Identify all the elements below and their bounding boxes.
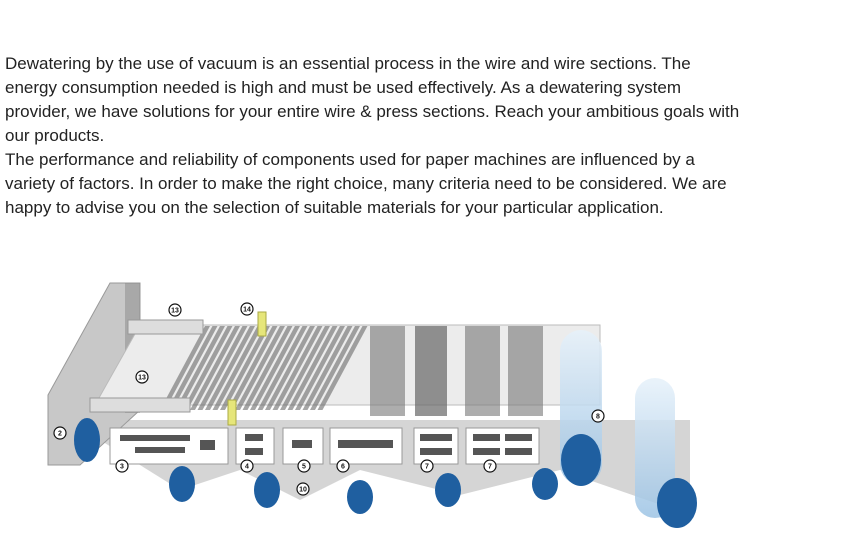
foil-slat [235,326,285,410]
foil-slat [257,326,308,410]
foil-slat [250,326,300,410]
foil-slat [160,326,210,410]
callout-circle [483,459,497,473]
foil-slat [295,326,345,410]
foil-slats [160,326,368,410]
rollers [74,330,697,528]
callout-circle [420,459,434,473]
foil-slat [197,326,248,410]
paragraph-dewatering: Dewatering by the use of vacuum is an es… [5,54,740,145]
dewatering-boxes [370,326,543,416]
callout-circle [115,459,129,473]
callout-number: 5 [302,464,306,471]
foil-slat [280,326,330,410]
foil-slat [182,326,233,410]
callout-circle [591,409,605,423]
callout-number: 7 [425,464,429,471]
highlight-element [227,399,237,426]
foil-slat [190,326,240,410]
callout-number: 3 [120,464,124,471]
callout-circle [53,426,67,440]
callout-circle [168,303,182,317]
callout-number: 2 [58,431,62,438]
callout-number: 10 [299,487,307,494]
callout-circle [336,459,350,473]
foil-slat [302,326,353,410]
foil-slat [310,326,360,410]
callout-number: 8 [596,414,600,421]
callout-number: 6 [341,464,345,471]
foil-slat [272,326,323,410]
foil-slat [175,326,225,410]
body-text: Dewatering by the use of vacuum is an es… [5,52,745,220]
callout-number: 14 [243,307,251,314]
callout-circle [240,459,254,473]
callout-circle [296,482,310,496]
callout-number: 13 [138,375,146,382]
callout-circle [135,370,149,384]
callout-labels: 13 14 13 2 3 4 5 6 7 7 8 10 [53,302,605,496]
callout-circle [297,459,311,473]
foil-slat [167,326,218,410]
profile-shapes [120,434,532,455]
deflector-strip [89,397,191,413]
profile-boxes [109,427,540,465]
callout-number: 7 [488,464,492,471]
foil-slat [265,326,315,410]
foil-slat [212,326,263,410]
callout-circle [240,302,254,316]
foil-slat [220,326,270,410]
foil-slat [317,326,368,410]
foil-slat [227,326,278,410]
callout-number: 4 [245,464,249,471]
highlight-element [257,311,267,337]
callout-number: 13 [171,308,179,315]
deflector-strip [127,319,204,335]
foil-slat [242,326,293,410]
foil-slat [205,326,255,410]
foil-slat [287,326,338,410]
paragraph-performance: The performance and reliability of compo… [5,150,727,217]
